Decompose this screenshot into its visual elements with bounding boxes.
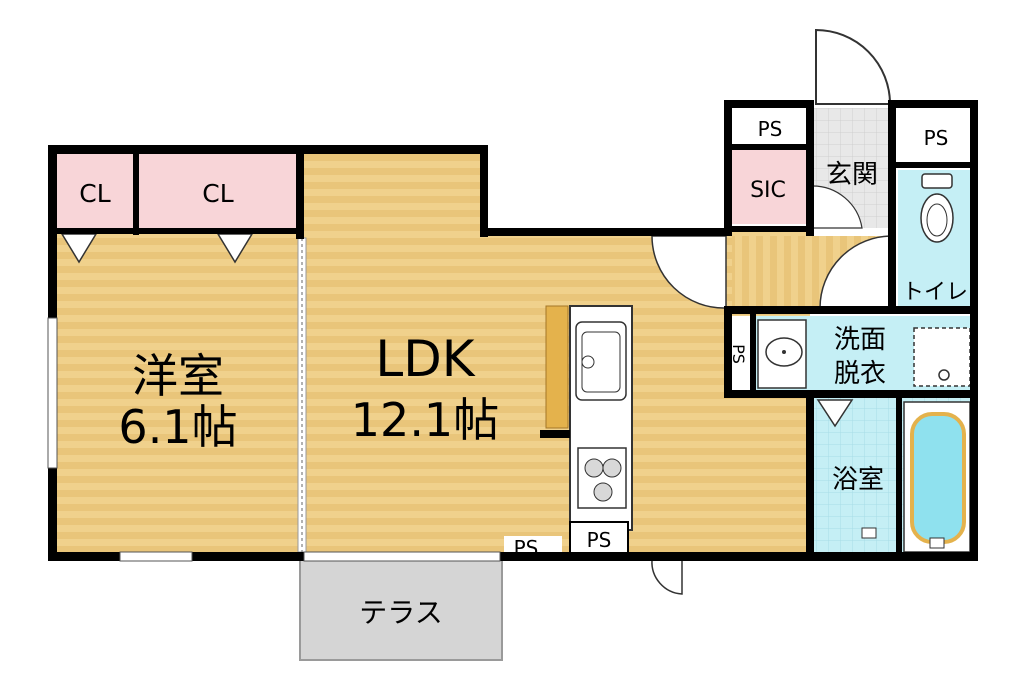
ldk-door-swing	[651, 235, 727, 309]
ps-toilet-top-box	[898, 108, 974, 162]
western-room-floor	[55, 232, 300, 554]
sic-label: SIC	[750, 178, 786, 203]
service-door-swing	[651, 559, 683, 595]
faucet-icon	[861, 527, 945, 549]
ps-entrance-top-label: PS	[758, 117, 783, 141]
closet-2	[138, 152, 296, 230]
terrace-window	[303, 551, 501, 562]
ps-toilet-top-label: PS	[924, 126, 949, 150]
ldk-floor-main	[304, 152, 484, 554]
ldk-name: LDK	[375, 330, 475, 388]
entrance-label: 玄関	[826, 160, 878, 190]
bathroom-label: 浴室	[832, 465, 884, 495]
bathtub-icon	[903, 401, 971, 553]
kitchen-sink-icon	[575, 321, 627, 401]
entrance-door-swing	[815, 28, 892, 105]
terrace-area	[299, 559, 503, 661]
window-west	[47, 317, 58, 469]
western-room-name: 洋室	[132, 349, 224, 403]
closet-1-label: CL	[79, 179, 110, 208]
ps-entrance-top-box	[732, 110, 808, 144]
ps-vertical-label: PS	[729, 344, 748, 364]
terrace-label: テラス	[359, 596, 442, 629]
ldk-size: 12.1帖	[351, 393, 499, 447]
kitchen-counter-wood	[545, 305, 569, 429]
ps-kitchen-label: PS	[587, 528, 612, 552]
western-room-size: 6.1帖	[118, 400, 237, 454]
ps-kitchen-box	[569, 521, 629, 557]
washroom-label-1: 洗面	[834, 325, 886, 355]
washroom-label-2: 脱衣	[834, 359, 886, 389]
sink-icon	[757, 319, 807, 389]
bath-door-marker	[816, 399, 854, 428]
window-south	[119, 551, 193, 562]
toilet-label: トイレ	[902, 280, 968, 305]
closet-1	[55, 152, 133, 230]
sic-storage	[730, 148, 806, 224]
washing-machine-icon	[913, 327, 971, 387]
stove-icon	[577, 447, 627, 509]
toilet-fixture-icon	[920, 173, 954, 243]
washroom-door-swing	[819, 235, 893, 309]
sic-door-swing	[811, 185, 863, 229]
closet-2-label: CL	[202, 179, 233, 208]
